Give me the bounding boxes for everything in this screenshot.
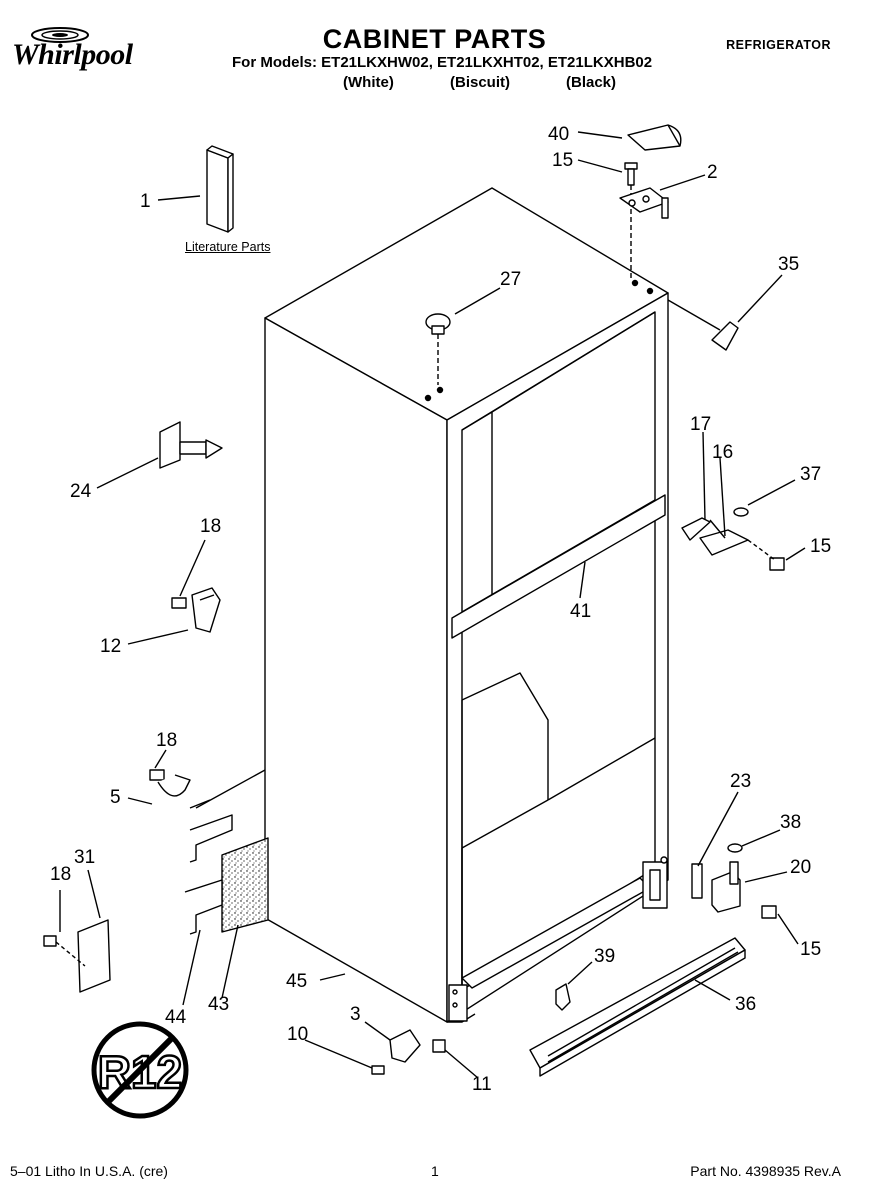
bracket-44 [184, 769, 266, 935]
back-panel-43 [221, 837, 269, 933]
literature-parts-label: Literature Parts [185, 240, 271, 254]
label-1: 1 [140, 191, 151, 212]
literature-booklet [206, 145, 234, 233]
label-36: 36 [735, 994, 756, 1015]
label-2: 2 [707, 162, 718, 183]
brand-name: Whirlpool [12, 38, 133, 71]
color-biscuit: (Biscuit) [450, 74, 510, 91]
label-12: 12 [100, 636, 121, 657]
label-10: 10 [287, 1024, 308, 1045]
footer-litho: 5–01 Litho In U.S.A. (cre) [10, 1163, 168, 1179]
page-title: CABINET PARTS [322, 24, 547, 54]
label-24: 24 [70, 481, 92, 502]
label-17: 17 [690, 414, 711, 435]
tube-clamp [149, 769, 191, 797]
top-hinge-screw [624, 162, 638, 280]
mullion-divider [451, 494, 666, 639]
label-41: 41 [570, 601, 591, 622]
footer-part-number: Part No. 4398935 Rev.A [690, 1163, 841, 1179]
color-white: (White) [343, 74, 394, 91]
label-15-top: 15 [552, 150, 573, 171]
category-label: REFRIGERATOR [726, 38, 831, 52]
bracket-12 [171, 587, 221, 633]
label-43: 43 [208, 994, 229, 1015]
label-15-bottom: 15 [800, 939, 821, 960]
label-20: 20 [790, 857, 811, 878]
top-plug [425, 313, 451, 385]
label-39: 39 [594, 946, 615, 967]
label-3: 3 [350, 1004, 361, 1025]
logo-swirl-icon [31, 27, 89, 43]
label-18-b: 18 [156, 730, 177, 751]
label-35: 35 [778, 254, 799, 275]
label-31: 31 [74, 847, 95, 868]
label-27: 27 [500, 269, 521, 290]
color-black: (Black) [566, 74, 617, 91]
top-hinge [619, 187, 669, 219]
leader-lines [59, 131, 806, 1079]
label-18-a: 18 [200, 516, 221, 537]
part-labels: 1 40 15 2 35 27 24 17 16 37 15 18 41 12 … [50, 124, 831, 1095]
footer-page-number: 1 [431, 1163, 439, 1179]
label-15-mid: 15 [810, 536, 831, 557]
bottom-front-rail [461, 856, 668, 989]
hinge-cover [627, 124, 682, 151]
cover-31 [43, 919, 111, 993]
door-stop [371, 1029, 446, 1075]
label-40: 40 [548, 124, 569, 145]
clip-39 [555, 983, 571, 1011]
cabinet-shell [264, 187, 669, 1023]
models-line: For Models: ET21LKXHW02, ET21LKXHT02, ET… [232, 54, 653, 71]
center-hinge [681, 507, 785, 571]
leveling-leg [159, 421, 223, 469]
label-16: 16 [712, 442, 733, 463]
label-37: 37 [800, 464, 821, 485]
label-45: 45 [286, 971, 307, 992]
bottom-hinge [691, 843, 777, 919]
label-5: 5 [110, 787, 121, 808]
whirlpool-logo: Whirlpool [12, 27, 133, 72]
label-23: 23 [730, 771, 751, 792]
label-18-c: 18 [50, 864, 71, 885]
cabinet-clip [711, 321, 739, 351]
toe-grille [529, 937, 746, 1077]
no-r12-badge: R12 [91, 1021, 189, 1119]
label-38: 38 [780, 812, 801, 833]
label-44: 44 [165, 1007, 187, 1028]
label-11: 11 [472, 1074, 492, 1095]
